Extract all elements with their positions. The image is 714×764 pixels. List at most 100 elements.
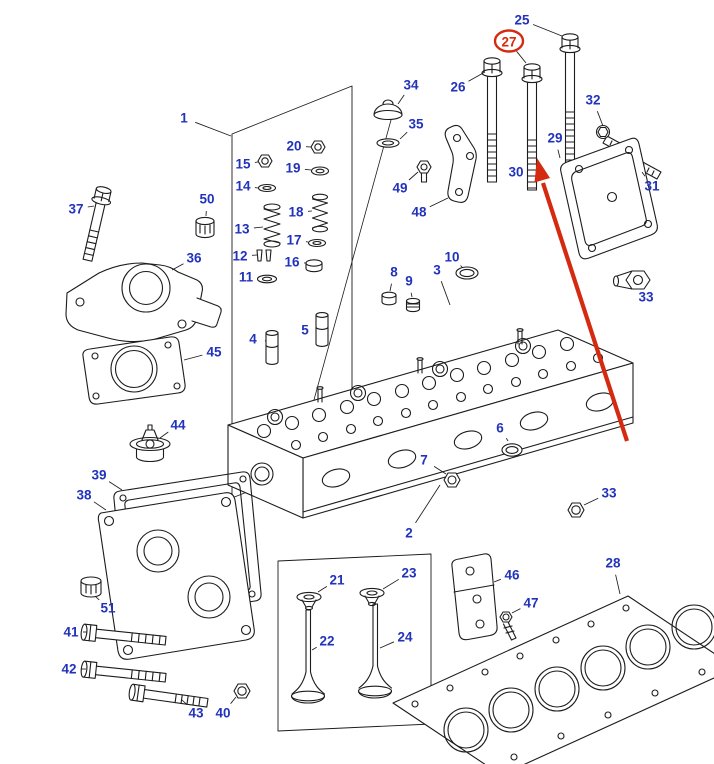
part-label-20[interactable]: 20 [286, 139, 301, 154]
part-label-5[interactable]: 5 [301, 323, 309, 338]
part-label-23[interactable]: 23 [401, 566, 417, 581]
part-label-26[interactable]: 26 [450, 80, 466, 95]
leader-line-38 [93, 501, 107, 511]
leader-line-48 [429, 197, 449, 208]
part-label-34[interactable]: 34 [403, 78, 419, 93]
part-label-40[interactable]: 40 [215, 706, 230, 721]
part-label-51[interactable]: 51 [100, 601, 116, 616]
part-label-8[interactable]: 8 [390, 265, 398, 280]
head-bolt-25 [559, 33, 581, 163]
leader-line-24 [379, 641, 395, 649]
part-label-6[interactable]: 6 [496, 421, 504, 436]
leader-line-22 [311, 646, 317, 651]
part-label-7[interactable]: 7 [420, 453, 428, 468]
part-label-18[interactable]: 18 [288, 205, 304, 220]
washer-14 [257, 183, 277, 193]
leader-line-40 [230, 696, 237, 704]
leader-line-8 [389, 283, 392, 292]
part-label-25[interactable]: 25 [514, 13, 530, 28]
part-label-41[interactable]: 41 [63, 625, 79, 640]
part-label-24[interactable]: 24 [397, 630, 413, 645]
leader-line-43 [181, 699, 188, 706]
part-label-28[interactable]: 28 [605, 556, 621, 571]
part-label-19[interactable]: 19 [285, 161, 300, 176]
plug-50 [195, 216, 215, 239]
leader-line-45 [183, 354, 203, 361]
leader-line-2 [415, 484, 441, 524]
part-label-48[interactable]: 48 [411, 205, 427, 220]
part-label-33[interactable]: 33 [601, 486, 617, 501]
side-cover-plate-29-31 [560, 137, 658, 260]
outlet-housing-38 [97, 492, 255, 660]
highlight-arrow [534, 158, 629, 442]
part-label-35[interactable]: 35 [408, 117, 424, 132]
part-label-47[interactable]: 47 [523, 596, 538, 611]
part-label-11[interactable]: 11 [239, 270, 254, 285]
leader-line-19 [304, 168, 312, 171]
part-label-10[interactable]: 10 [444, 250, 459, 265]
part-label-44[interactable]: 44 [170, 418, 186, 433]
valve-seal-19 [310, 166, 330, 176]
part-label-4[interactable]: 4 [249, 332, 257, 347]
part-label-38[interactable]: 38 [76, 488, 92, 503]
part-label-49[interactable]: 49 [392, 181, 407, 196]
part-label-22[interactable]: 22 [319, 634, 334, 649]
lifting-bracket-48 [444, 124, 477, 203]
part-label-33[interactable]: 33 [638, 290, 654, 305]
part-label-36[interactable]: 36 [186, 251, 202, 266]
part-label-17[interactable]: 17 [286, 233, 301, 248]
part-number-labels: 1234567891011121314151617181920212223242… [61, 13, 660, 721]
exploded-view-artwork [65, 33, 714, 764]
hex-nut-40 [233, 683, 251, 699]
part-label-31[interactable]: 31 [644, 179, 660, 194]
part-label-21[interactable]: 21 [329, 573, 345, 588]
part-label-9[interactable]: 9 [405, 274, 413, 289]
washer-17 [307, 238, 327, 248]
leader-line-34 [397, 94, 405, 105]
part-label-30[interactable]: 30 [508, 165, 523, 180]
valve-nut-20 [310, 140, 326, 154]
screw-49 [416, 160, 432, 183]
spring-cup-16 [305, 259, 323, 273]
thermostat-44 [129, 424, 171, 463]
leader-line-25 [532, 24, 563, 37]
valve-nut-15 [257, 154, 273, 168]
spring-retainer-21 [296, 591, 322, 611]
part-label-27[interactable]: 27 [501, 35, 516, 50]
leader-line-6 [505, 437, 509, 442]
valve-spring-13 [263, 203, 281, 248]
part-label-3[interactable]: 3 [433, 263, 441, 278]
leader-line-7 [433, 466, 447, 475]
part-label-37[interactable]: 37 [68, 202, 83, 217]
threaded-plug-9 [405, 297, 421, 313]
bolt-42 [80, 660, 167, 683]
part-label-46[interactable]: 46 [504, 568, 520, 583]
part-label-16[interactable]: 16 [284, 255, 300, 270]
part-label-12[interactable]: 12 [232, 249, 247, 264]
part-label-43[interactable]: 43 [188, 706, 204, 721]
part-label-39[interactable]: 39 [91, 468, 106, 483]
part-label-2[interactable]: 2 [405, 526, 413, 541]
cup-plug-10 [455, 266, 479, 280]
hex-plug-33-upper [612, 270, 651, 290]
valve-24 [357, 603, 393, 699]
part-label-15[interactable]: 15 [235, 157, 251, 172]
part-label-50[interactable]: 50 [199, 192, 214, 207]
leader-line-28 [615, 574, 621, 595]
part-label-32[interactable]: 32 [585, 93, 600, 108]
leader-line-1 [195, 121, 232, 137]
part-label-45[interactable]: 45 [206, 345, 222, 360]
part-label-1[interactable]: 1 [180, 111, 188, 126]
head-gasket-28 [392, 595, 714, 764]
leader-line-33 [583, 497, 599, 506]
leader-line-44 [159, 431, 169, 439]
bolt-43 [128, 683, 209, 708]
part-label-14[interactable]: 14 [235, 179, 251, 194]
part-label-29[interactable]: 29 [547, 131, 562, 146]
part-label-42[interactable]: 42 [61, 662, 76, 677]
part-label-13[interactable]: 13 [234, 222, 250, 237]
leader-line-26 [468, 71, 486, 82]
valve-22 [290, 609, 326, 704]
